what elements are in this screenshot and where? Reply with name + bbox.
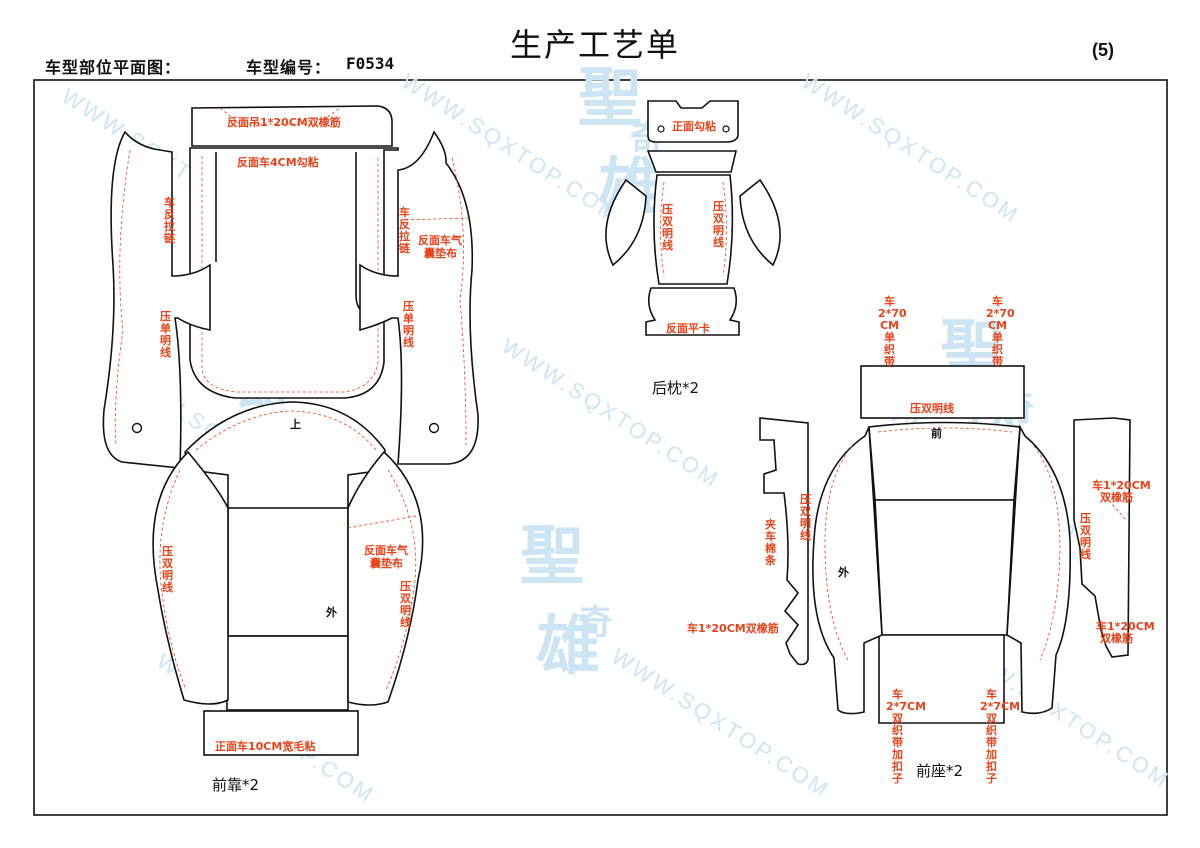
front-back-pattern: 反面吊1*20CM双橡筋 反面车4CM勾粘 车 反 拉 链 车 反 拉 链 反面… [102,105,479,794]
front-seat-top-strip [860,365,1025,419]
model-code: F0534 [346,54,395,73]
label-left-arm-line: 压 单 明 线 [160,309,175,359]
label-seat-right-line: 压 双 明 线 [1080,511,1095,561]
label-airbag-top: 反面车气 囊垫布 [418,233,466,260]
watermark-logo: 雄 [536,609,600,684]
seam-line [219,107,341,125]
headrest-band [646,150,738,173]
seam-line [1097,487,1127,521]
label-headrest-right-line: 压 双 明 线 [713,199,728,249]
front-back-right-arm [359,130,479,465]
watermark-logo: 聖 [578,61,642,136]
label-top-panel: 反面车4CM勾粘 [237,155,319,169]
grommet-hole [722,125,730,133]
front-back-lower-panel [226,635,349,711]
watermark-url: WWW.SQXTOP.COM [497,333,725,493]
headrest-bottom-piece [645,287,740,336]
watermark-url: WWW.SQXTOP.COM [797,68,1025,228]
caption-front-seat: 前座*2 [916,762,963,780]
section-label: 车型部位平面图： [45,58,182,77]
label-seat-left-line: 压 双 明 线 [800,492,815,542]
seam-line [660,181,665,277]
front-back-bottom-strip [203,710,359,756]
front-seat-pattern: 车 2*70 CM 单 织 带 车 2*70 CM 单 织 带 压双明线 前 压… [687,294,1159,785]
model-label: 车型编号： [246,58,332,77]
label-seat-bottom-right: 车 2*7CM 双 织 带 加 扣 子 [980,687,1024,785]
front-seat-lower-panel [878,634,1005,724]
front-seat-front-panel [868,421,1021,501]
grommet-hole [657,125,665,133]
headrest-top-piece [647,100,739,143]
front-seat-left-strip [759,417,809,666]
front-back-left-wing [152,450,229,705]
page-number: (5) [1092,40,1114,60]
seam-line [824,445,853,661]
label-seat-right-elastic-top: 车1*20CM 双橡筋 [1092,478,1155,504]
headrest-pattern: 正面勾粘 压 双 明 线 压 双 明 线 反面平卡 后枕*2 [605,100,781,397]
sheet-title: 生产工艺单 [510,26,681,64]
seam-line [159,469,187,691]
front-seat-left-side [812,426,883,715]
label-left-lower-line: 压 双 明 线 [162,544,177,594]
seam-line [195,410,377,451]
label-right-lower-line: 压 双 明 线 [400,579,415,629]
seam-line [114,149,131,446]
label-seat-right-elastic-bottom: 车1*20CM 双橡筋 [1096,619,1159,645]
caption-front-back: 前靠*2 [212,776,259,794]
label-seat-left-elastic: 车1*20CM双橡筋 [687,621,779,635]
label-headrest-left-line: 压 双 明 线 [662,202,677,252]
front-back-top-strip [191,105,393,147]
label-top-strip: 反面吊1*20CM双橡筋 [227,115,341,129]
label-airbag-lower: 反面车气 囊垫布 [364,543,412,570]
grommet-hole [131,422,143,434]
headrest-right-side [739,178,781,267]
seam-line [722,181,727,277]
seam-line [1033,445,1061,661]
label-strap-right: 车 2*70 CM 单 织 带 [986,294,1019,368]
label-mark-up: 上 [290,417,301,431]
label-mark-front: 前 [931,426,942,440]
front-back-center-panel [227,507,349,637]
seam-line [385,469,417,691]
front-seat-right-strip [1073,417,1131,658]
seam-line [399,217,471,221]
label-seat-left-cotton: 夹 车 棉 条 [764,517,780,567]
grommet-hole [428,422,440,434]
front-seat-right-side [1006,424,1072,715]
label-left-zipper: 车 反 拉 链 [164,195,179,245]
label-headrest-hook: 正面勾粘 [672,119,716,133]
front-back-upper-panel [189,147,399,399]
label-seat-top-line: 压双明线 [910,401,954,415]
label-mark-out: 外 [325,605,337,619]
seam-line [347,515,417,529]
label-right-arm-line: 压 单 明 线 [403,299,418,349]
front-seat-center-panel [874,499,1015,636]
label-bottom-strip: 正面车10CM宽毛粘 [215,739,315,753]
watermark-logo: 聖 [520,519,584,594]
seam-line [451,157,467,446]
label-seat-mark-out: 外 [837,565,849,579]
headrest-left-side [605,178,647,267]
label-headrest-bottom: 反面平卡 [666,321,710,335]
watermark-logo: 奇 [578,603,612,643]
watermark-url: WWW.SQXTOP.COM [607,643,835,803]
label-right-zipper: 车 反 拉 链 [399,205,414,255]
label-seat-bottom-left: 车 2*7CM 双 织 带 加 扣 子 [886,687,930,785]
front-back-right-wing [347,450,424,706]
headrest-center-panel [653,174,734,285]
label-strap-left: 车 2*70 CM 单 织 带 [878,294,911,368]
drawing-frame [33,79,1168,816]
seam-line [877,427,1013,433]
seam-line [201,156,379,393]
front-back-left-arm [102,130,211,469]
caption-headrest: 后枕*2 [652,379,699,397]
